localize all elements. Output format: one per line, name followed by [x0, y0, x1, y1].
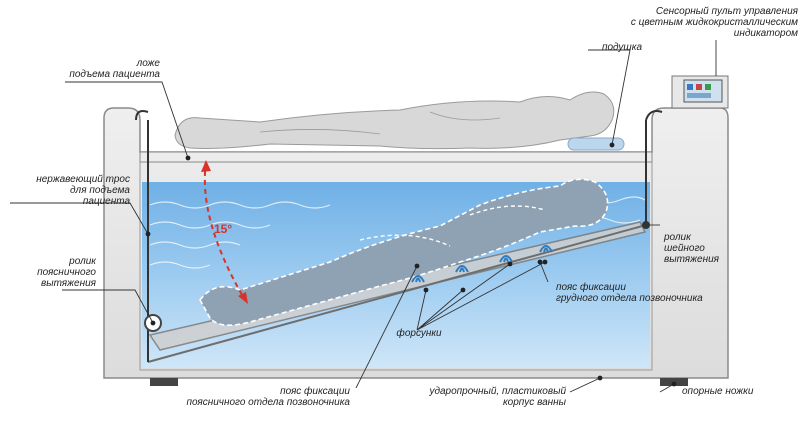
- label-chest-belt: пояс фиксации грудного отдела позвоночни…: [556, 282, 726, 304]
- label-cable: нержавеющий трос для подъема пациента: [4, 174, 130, 207]
- label-line: ролик: [69, 256, 96, 267]
- label-pillow: подушка: [592, 42, 652, 53]
- label-line: нержавеющий трос: [36, 174, 130, 185]
- label-line: для подъема: [70, 185, 130, 196]
- patient-on-bed: [174, 91, 615, 150]
- support-foot-left: [150, 378, 178, 386]
- label-tub-body: ударопрочный, пластиковый корпус ванны: [420, 386, 566, 408]
- lift-bed: [139, 151, 653, 163]
- label-lumbar-belt: пояс фиксации поясничного отдела позвоно…: [160, 386, 350, 408]
- label-control-panel: Сенсорный пульт управления с цветным жид…: [560, 6, 798, 39]
- label-line: вытяжения: [664, 254, 719, 265]
- label-bed: ложе подъема пациента: [40, 58, 160, 80]
- label-neck-roller: ролик шейного вытяжения: [664, 232, 744, 265]
- label-line: ударопрочный, пластиковый: [429, 386, 566, 397]
- label-line: поясничного: [37, 267, 96, 278]
- nozzle-jets: [411, 245, 553, 283]
- leader-dots: [145, 142, 677, 387]
- label-line: подушка: [601, 42, 643, 53]
- label-line: пациента: [82, 196, 130, 207]
- leader-lines: [10, 40, 717, 393]
- label-line: с цветным жидкокристаллическим: [630, 17, 798, 28]
- label-line: подъема пациента: [69, 69, 160, 80]
- label-line: пояс фиксации: [280, 386, 350, 397]
- label-line: ролик: [664, 232, 691, 243]
- label-line: вытяжения: [41, 278, 96, 289]
- label-line: пояс фиксации: [556, 282, 626, 293]
- control-panel: [671, 75, 729, 109]
- label-support-feet: опорные ножки: [682, 386, 782, 397]
- label-line: Сенсорный пульт управления: [655, 6, 798, 17]
- pillow: [567, 137, 625, 151]
- label-line: опорные ножки: [682, 386, 754, 397]
- label-line: поясничного отдела позвоночника: [186, 397, 350, 408]
- label-lumbar-roller: ролик поясничного вытяжения: [4, 256, 96, 289]
- incline-angle-label: 15°: [214, 222, 233, 236]
- label-nozzles: форсунки: [384, 328, 454, 339]
- label-line: корпус ванны: [502, 397, 566, 408]
- label-line: грудного отдела позвоночника: [556, 293, 703, 304]
- incline-angle-arrow: [203, 161, 246, 301]
- label-line: ложе: [136, 58, 160, 69]
- label-line: индикатором: [733, 28, 798, 39]
- label-line: шейного: [664, 243, 705, 254]
- label-line: форсунки: [396, 328, 442, 339]
